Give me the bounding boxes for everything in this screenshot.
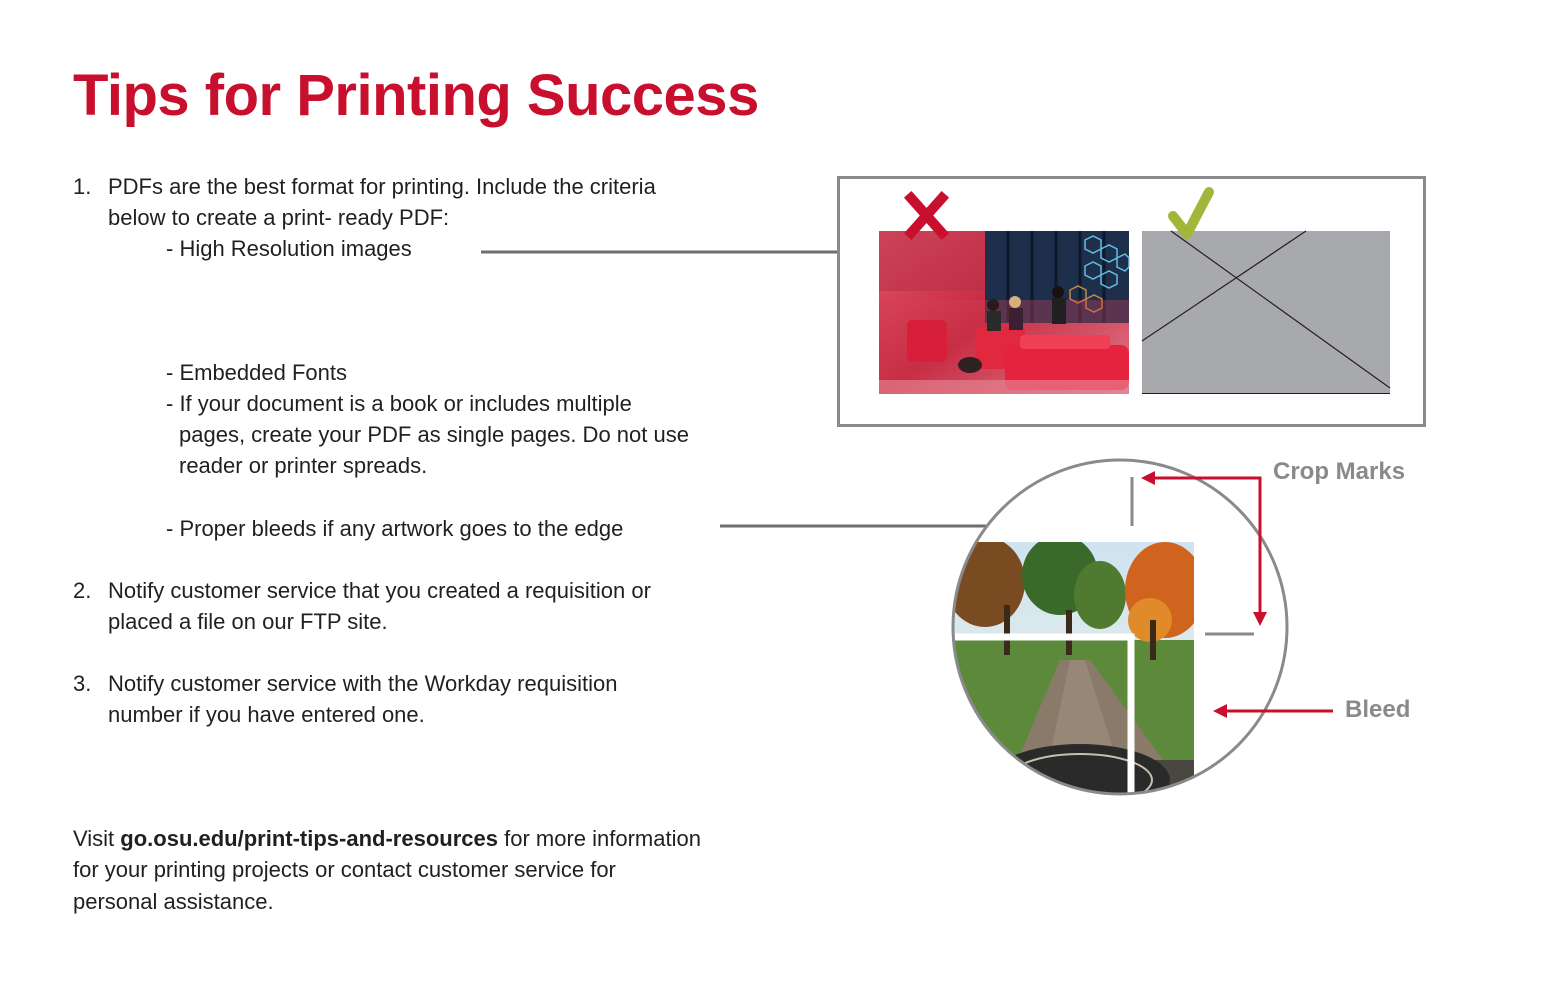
list-number-1: 1. <box>73 174 92 199</box>
bleed-arrow <box>1213 704 1333 718</box>
footer-line-2: for your printing projects or contact cu… <box>73 857 616 882</box>
bullet-embedded-fonts: - Embedded Fonts <box>166 360 347 385</box>
item-2-line-2: placed a file on our FTP site. <box>108 609 388 634</box>
footer-line-3: personal assistance. <box>73 889 274 914</box>
check-mark-icon <box>1168 187 1214 239</box>
footer-prefix: Visit <box>73 826 121 851</box>
bullet-proper-bleeds: - Proper bleeds if any artwork goes to t… <box>166 516 624 541</box>
bullet-single-pages-2: pages, create your PDF as single pages. … <box>179 422 689 447</box>
bullet-single-pages-3: reader or printer spreads. <box>179 453 428 478</box>
crop-marks-arrow <box>1141 471 1267 626</box>
list-number-2: 2. <box>73 578 92 603</box>
list-number-3: 3. <box>73 671 92 696</box>
item-2-line-1: Notify customer service that you created… <box>108 578 651 603</box>
placeholder-image <box>1141 230 1391 394</box>
item-3-line-1: Notify customer service with the Workday… <box>108 671 618 696</box>
bleed-magnifier-ring <box>951 458 1289 796</box>
item-1-line-2: below to create a print- ready PDF: <box>108 205 450 230</box>
page-title: Tips for Printing Success <box>73 63 759 128</box>
item-1-line-1: PDFs are the best format for printing. I… <box>108 174 656 199</box>
resources-link[interactable]: go.osu.edu/print-tips-and-resources <box>120 826 498 851</box>
bullet-single-pages-1: - If your document is a book or includes… <box>166 391 632 416</box>
x-mark-icon <box>903 190 950 241</box>
trim-line <box>955 633 1135 794</box>
crop-marks-label: Crop Marks <box>1273 458 1406 485</box>
lounge-photo <box>879 231 1130 394</box>
footer-suffix: for more information <box>497 826 701 851</box>
bullet-high-resolution: - High Resolution images <box>166 236 412 261</box>
footer-line-1: Visit go.osu.edu/print-tips-and-resource… <box>73 823 701 854</box>
item-3-line-2: number if you have entered one. <box>108 702 425 727</box>
bleed-label: Bleed <box>1345 696 1411 723</box>
